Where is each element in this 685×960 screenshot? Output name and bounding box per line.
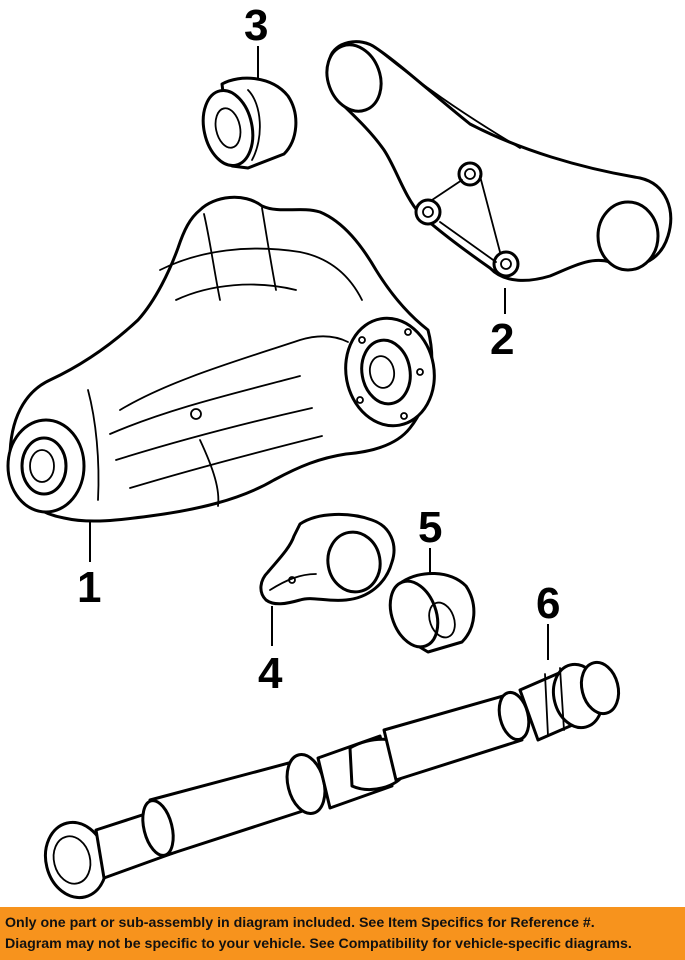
callout-4: 4 (258, 649, 283, 698)
part-6-driveshaft (43, 660, 621, 900)
part-5-bushing (388, 571, 476, 654)
part-3-bushing (201, 76, 298, 170)
callout-3: 3 (244, 1, 269, 50)
callout-1: 1 (77, 563, 102, 612)
banner-line-1: Only one part or sub-assembly in diagram… (5, 915, 595, 931)
part-1-differential (6, 195, 436, 523)
callout-5: 5 (418, 503, 443, 552)
part-4-bracket (259, 512, 396, 606)
leader-lines (89, 46, 549, 660)
disclaimer-banner: Only one part or sub-assembly in diagram… (0, 907, 685, 960)
parts-diagram: 3 2 1 4 5 6 (6, 1, 673, 900)
callout-2: 2 (490, 315, 515, 364)
banner-line-2: Diagram may not be specific to your vehi… (5, 936, 632, 952)
callout-6: 6 (536, 579, 561, 628)
part-2-carrier-mount (325, 40, 673, 282)
